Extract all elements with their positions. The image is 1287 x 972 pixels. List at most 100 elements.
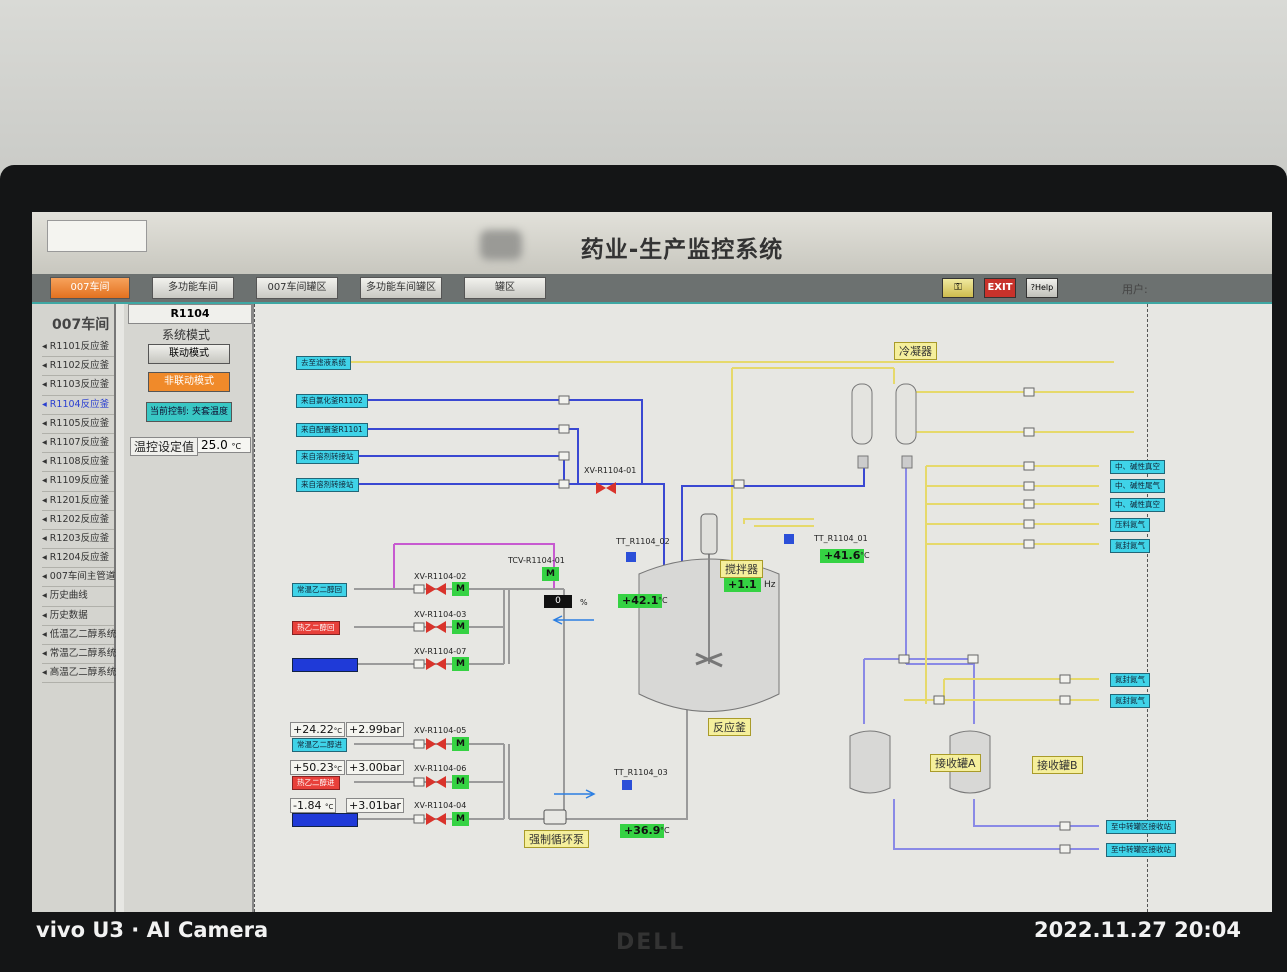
divider-left (254, 304, 255, 912)
valve-xv02-label: XV-R1104-02 (414, 572, 467, 581)
nav-item[interactable]: ◂ 007车间主管道 (42, 568, 115, 588)
linked-mode-button[interactable]: 联动模式 (148, 344, 230, 364)
tcv-percent-display[interactable]: 0 (544, 595, 572, 608)
valve-xv02-icon[interactable] (426, 583, 446, 595)
nav-item[interactable]: ◂ R1201反应釜 (42, 492, 114, 511)
condenser-label: 冷凝器 (894, 342, 937, 360)
pipe-condenser-return (681, 464, 865, 569)
tt01-unit: °C (860, 551, 870, 560)
receiver-tank-a-label: 接收罐A (930, 754, 981, 772)
tag-transfer-2: 至中转罐区接收站 (1106, 843, 1176, 857)
nav-item[interactable]: ◂ R1204反应釜 (42, 549, 114, 569)
tag-vacuum-1: 中、碱性真空 (1110, 460, 1165, 474)
agitator-label: 搅拌器 (720, 560, 763, 578)
tab-multi-workshop[interactable]: 多功能车间 (152, 277, 234, 299)
nav-item[interactable]: ◂ 历史数据 (42, 607, 114, 626)
tag-hot-glycol-return: 热乙二醇回 (292, 621, 340, 635)
tt03-tag: TT_R1104_03 (614, 768, 668, 777)
nav-item[interactable]: ◂ R1109反应釜 (42, 472, 114, 492)
tag-exhaust: 中、碱性尾气 (1110, 479, 1165, 493)
receiver-tank-a (849, 730, 891, 794)
tab-007-workshop[interactable]: 007车间 (50, 277, 130, 299)
tag-hot-glycol-in: 热乙二醇进 (292, 776, 340, 790)
setpoint-label: 温控设定值 (130, 437, 199, 456)
nav-item[interactable]: ◂ 低温乙二醇系统 (42, 626, 116, 645)
valve-xv07-icon[interactable] (426, 658, 446, 670)
tt02-value: +42.1 (618, 594, 663, 608)
blurred-company-name (480, 230, 522, 260)
nav-item[interactable]: ◂ 常温乙二醇系统 (42, 645, 116, 665)
nav-item[interactable]: ◂ R1203反应釜 (42, 530, 114, 550)
tag-src-solvent-1: 来自溶剂转接站 (296, 450, 359, 464)
company-logo (47, 220, 147, 252)
dell-logo: DELL (616, 930, 686, 955)
tab-tankfarm[interactable]: 罐区 (464, 277, 546, 299)
agitator-speed: +1.1 (724, 578, 761, 592)
normal-glycol-pressure: +2.99bar (346, 722, 404, 737)
valve-xv06-label: XV-R1104-06 (414, 764, 467, 773)
receiver-tank-b-label: 接收罐B (1032, 756, 1083, 774)
motor-tcv01-indicator: M (542, 567, 559, 581)
motor-xv06-indicator: M (452, 775, 469, 789)
nav-item[interactable]: ◂ R1108反应釜 (42, 453, 114, 473)
top-nav: 007车间 多功能车间 007车间罐区 多功能车间罐区 罐区 ⚿ EXIT ?H… (32, 274, 1272, 304)
tt03-value: +36.9 (620, 824, 665, 838)
pipe-glycol-bypass (393, 543, 555, 589)
valve-xv05-label: XV-R1104-05 (414, 726, 467, 735)
tag-src-r1101: 来自配置釜R1101 (296, 423, 368, 437)
nav-item[interactable]: ◂ R1107反应釜 (42, 434, 114, 454)
circulation-pump-label: 强制循环泵 (524, 830, 589, 848)
divider-right (1147, 304, 1148, 912)
low-glycol-temp: -1.84 °C (290, 798, 337, 813)
valve-xv03-icon[interactable] (426, 621, 446, 633)
tag-seal-nitrogen-2: 氮封氮气 (1110, 673, 1150, 687)
nav-item[interactable]: ◂ 高温乙二醇系统 (42, 664, 116, 684)
header-banner: 药业-生产监控系统 (32, 212, 1272, 274)
help-button[interactable]: ?Help (1026, 278, 1058, 298)
valve-xv01-icon[interactable] (596, 482, 616, 494)
pipe-src-r1101 (332, 428, 579, 484)
tag-seal-nitrogen-1: 氮封氮气 (1110, 539, 1150, 553)
reactor-list: ◂ R1101反应釜 ◂ R1102反应釜 ◂ R1103反应釜 ◂ R1104… (42, 338, 116, 684)
valve-tcv01-label: TCV-R1104-01 (508, 556, 565, 565)
valve-xv03-label: XV-R1104-03 (414, 610, 467, 619)
tag-vacuum-2: 中、碱性真空 (1110, 498, 1165, 512)
photo-timestamp: 2022.11.27 20:04 (1034, 918, 1242, 942)
nav-item[interactable]: ◂ R1105反应釜 (42, 415, 114, 434)
nav-item-selected[interactable]: ◂ R1104反应釜 (42, 396, 114, 415)
valve-xv05-icon[interactable] (426, 738, 446, 750)
agitator-motor-icon (700, 513, 718, 555)
nav-item[interactable]: ◂ R1102反应釜 (42, 357, 114, 377)
nav-item[interactable]: ◂ 历史曲线 (42, 587, 114, 607)
circulation-pump-icon[interactable] (543, 809, 567, 825)
tab-multi-tankfarm[interactable]: 多功能车间罐区 (360, 277, 442, 299)
motor-xv02-indicator: M (452, 582, 469, 596)
nav-item[interactable]: ◂ R1103反应釜 (42, 376, 114, 396)
pipe-vacuum-lines (906, 391, 1134, 704)
unlinked-mode-button[interactable]: 非联动模式 (148, 372, 230, 392)
tag-src-solvent-2: 来自溶剂转接站 (296, 478, 359, 492)
tab-007-tankfarm[interactable]: 007车间罐区 (256, 277, 338, 299)
hand-valves (413, 387, 1071, 854)
pipe-transfer-lines (893, 799, 1099, 850)
pipe-src-r1102 (332, 399, 643, 484)
tt03-unit: °C (660, 826, 670, 835)
nav-item[interactable]: ◂ R1202反应釜 (42, 511, 114, 530)
tag-normal-glycol-in: 常温乙二醇进 (292, 738, 347, 752)
flow-arrow-left (552, 615, 594, 625)
tt01-tag: TT_R1104_01 (814, 534, 868, 543)
current-control-button[interactable]: 当前控制: 夹套温度 (146, 402, 232, 422)
setpoint-input[interactable]: 25.0 °C (197, 437, 251, 453)
valve-xv06-icon[interactable] (426, 776, 446, 788)
nav-item[interactable]: ◂ R1101反应釜 (42, 338, 114, 358)
key-icon[interactable]: ⚿ (942, 278, 974, 298)
reactor-id: R1104 (128, 304, 252, 324)
tag-src-r1102: 来自氯化釜R1102 (296, 394, 368, 408)
motor-xv07-indicator: M (452, 657, 469, 671)
valve-xv04-icon[interactable] (426, 813, 446, 825)
hot-glycol-pressure: +3.00bar (346, 760, 404, 775)
control-panel (124, 304, 254, 912)
app-title: 药业-生产监控系统 (580, 237, 784, 263)
exit-button[interactable]: EXIT (984, 278, 1016, 298)
tag-low-glycol-in (292, 813, 358, 827)
